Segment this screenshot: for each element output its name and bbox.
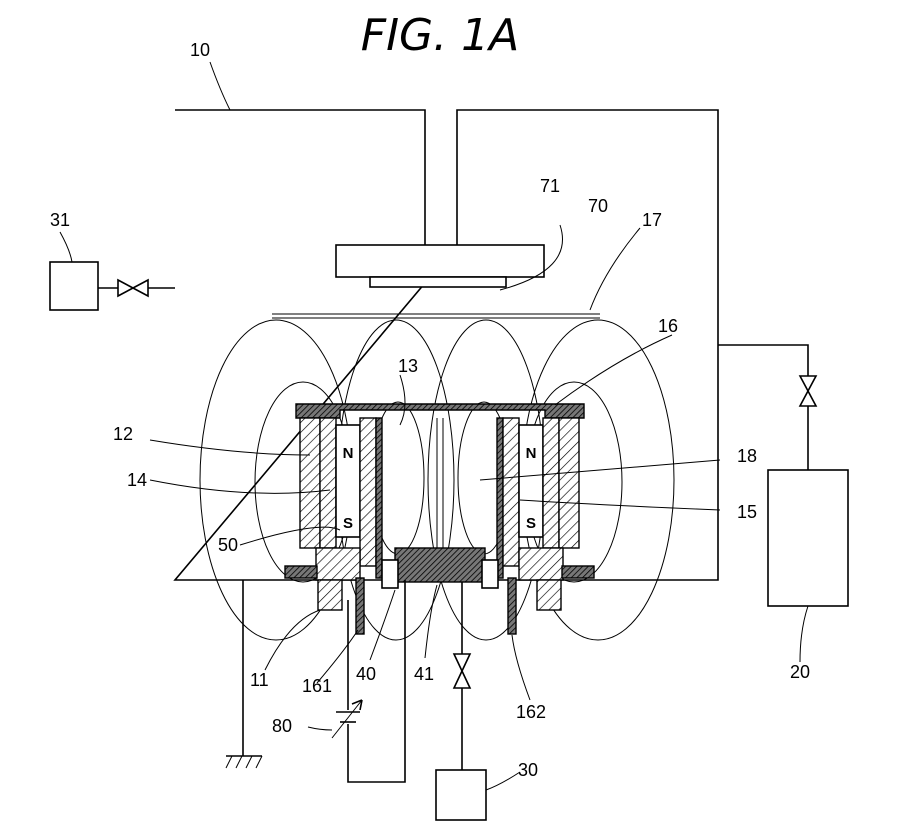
pole-s-left: S xyxy=(343,515,353,532)
figure-title: FIG. 1A xyxy=(361,10,519,61)
label-71: 71 xyxy=(540,176,560,196)
label-40: 40 xyxy=(356,664,376,684)
label-162: 162 xyxy=(516,702,546,722)
label-16: 16 xyxy=(658,316,678,336)
label-11: 11 xyxy=(250,670,269,690)
label-18: 18 xyxy=(737,446,757,466)
pump-20 xyxy=(718,345,848,606)
label-12: 12 xyxy=(113,424,133,444)
left-magnet-assembly xyxy=(285,418,382,610)
label-20: 20 xyxy=(790,662,810,682)
label-10: 10 xyxy=(190,40,210,60)
gas-supply-31 xyxy=(50,262,175,310)
label-31: 31 xyxy=(50,210,70,230)
label-15: 15 xyxy=(737,502,757,522)
label-50: 50 xyxy=(218,535,238,555)
gas-supply-30 xyxy=(436,582,486,820)
label-80: 80 xyxy=(272,716,292,736)
label-41: 41 xyxy=(414,664,434,684)
substrate-holder xyxy=(336,245,544,287)
pole-n-right: N xyxy=(526,445,537,462)
label-30: 30 xyxy=(518,760,538,780)
pole-s-right: S xyxy=(526,515,536,532)
center-plate-assembly xyxy=(382,418,498,588)
pole-n-left: N xyxy=(343,445,354,462)
label-161: 161 xyxy=(302,676,332,696)
label-17: 17 xyxy=(642,210,662,230)
label-13: 13 xyxy=(398,356,418,376)
label-14: 14 xyxy=(127,470,147,490)
label-70: 70 xyxy=(588,196,608,216)
cover-plate xyxy=(296,404,584,418)
